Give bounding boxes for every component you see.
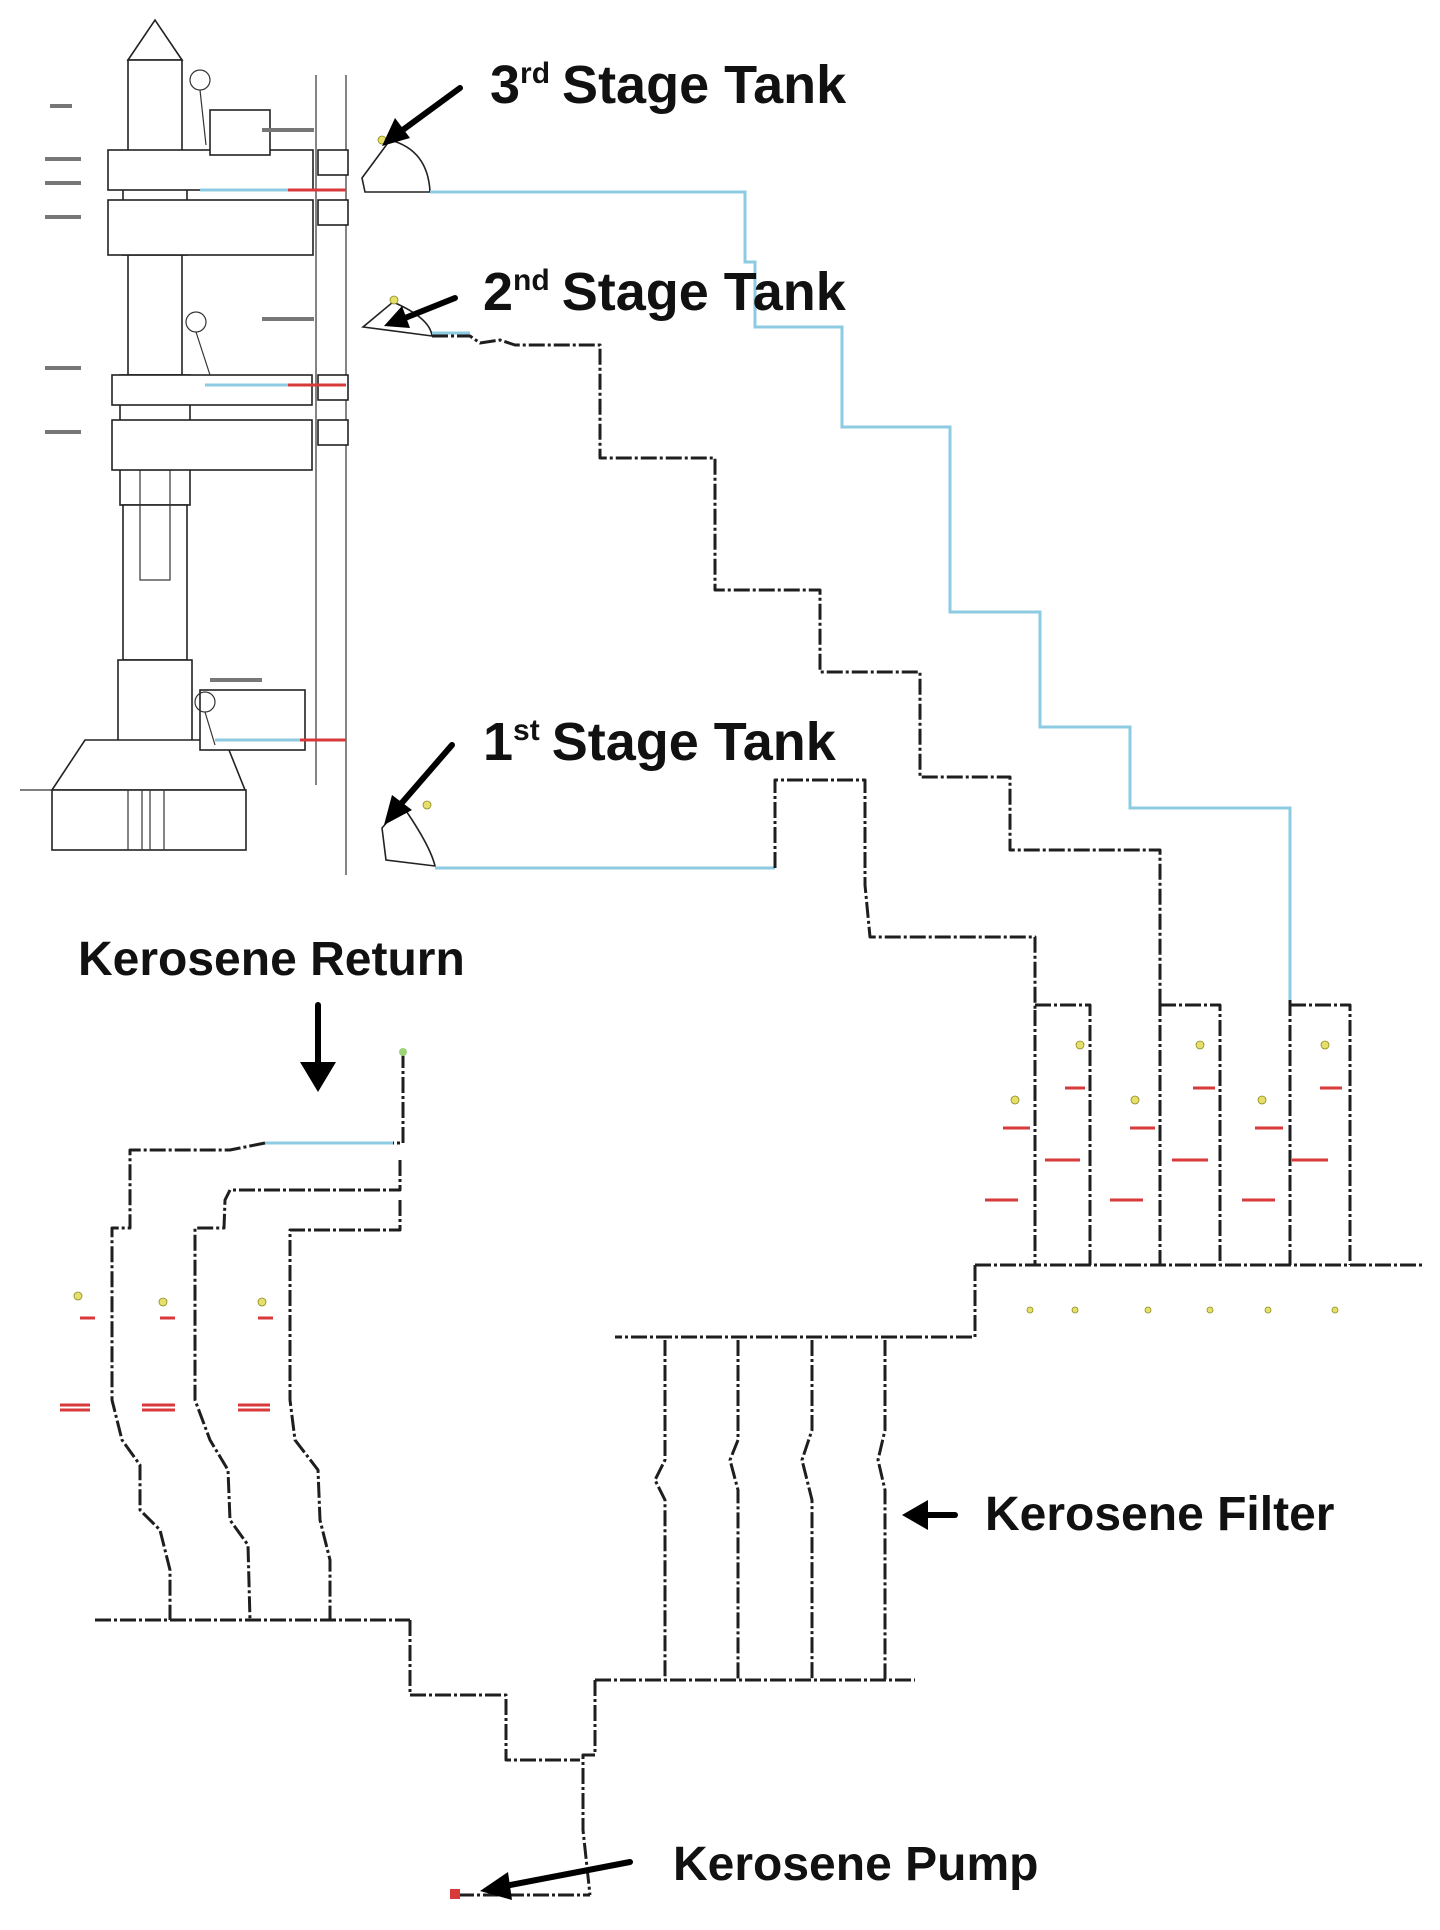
kerosene-return-label-group: Kerosene Return	[78, 933, 465, 1092]
branch-manifold-upper	[615, 1000, 1425, 1339]
arrow-to-second-stage	[384, 306, 410, 328]
kerosene-pump	[450, 1889, 590, 1899]
second-stage-number: 2	[483, 262, 513, 322]
first-stage-suffix: st	[513, 714, 540, 747]
kerosene-pump-label-group: Kerosene Pump	[480, 1838, 1038, 1900]
third-stage-number: 3	[490, 55, 520, 115]
arrow-to-filter	[902, 1500, 928, 1530]
second-stage-suffix: nd	[513, 264, 550, 297]
first-stage-tank-label: 1st Stage Tank	[384, 712, 837, 825]
first-stage-text: Stage Tank	[552, 712, 837, 772]
second-stage-text: Stage Tank	[562, 262, 847, 322]
first-stage-number: 1	[483, 712, 513, 772]
third-stage-tank-label: 3rd Stage Tank	[382, 55, 847, 146]
third-stage-suffix: rd	[520, 57, 550, 90]
third-stage-tank	[361, 135, 431, 193]
third-stage-feed-pipe	[430, 190, 1292, 1000]
arrow-to-first-stage	[384, 795, 412, 825]
third-stage-text: Stage Tank	[562, 55, 847, 115]
arrow-down-return	[300, 1062, 336, 1092]
kerosene-pump-label: Kerosene Pump	[673, 1838, 1038, 1891]
kerosene-return-manifold	[60, 1048, 580, 1762]
arrow-to-pump	[480, 1872, 512, 1900]
first-stage-feed-pipe	[435, 778, 1037, 1010]
kerosene-return-label: Kerosene Return	[78, 933, 465, 986]
kerosene-filter-label: Kerosene Filter	[985, 1488, 1334, 1541]
kerosene-filter-label-group: Kerosene Filter	[902, 1488, 1334, 1541]
launch-pad-rocket-drawing	[20, 18, 349, 875]
arrow-to-third-stage	[382, 118, 410, 146]
second-stage-tank-label: 2nd Stage Tank	[384, 262, 847, 328]
kerosene-filter-bank	[581, 1340, 915, 1896]
second-stage-feed-pipe	[432, 331, 1162, 1000]
